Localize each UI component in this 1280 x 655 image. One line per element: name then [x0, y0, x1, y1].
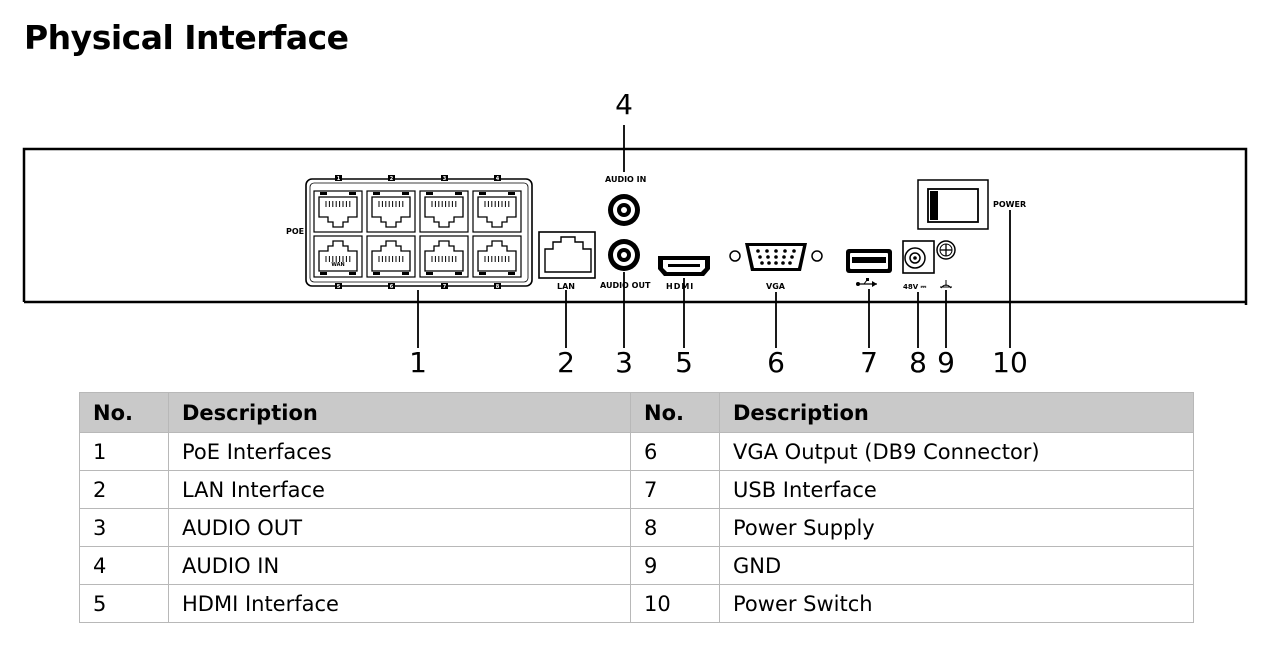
poe-label: POE	[286, 227, 304, 236]
ground-icon	[940, 280, 952, 289]
power-label: POWER	[993, 200, 1026, 209]
hdmi-label: HDMI	[666, 282, 694, 291]
header-description-left: Description	[168, 392, 631, 433]
audio-in-jack: AUDIO IN	[605, 175, 646, 226]
cell-description: GND	[719, 546, 1194, 585]
cell-description: HDMI Interface	[168, 584, 631, 623]
poe-port	[472, 190, 522, 233]
callout-number: 1	[409, 346, 427, 379]
port-number: 2	[390, 176, 394, 182]
callout-number: 4	[615, 88, 633, 121]
gnd-terminal	[936, 240, 956, 289]
dc-power-jack: 48V ⎓	[902, 240, 935, 291]
audio-out-label: AUDIO OUT	[600, 281, 651, 290]
poe-port	[313, 190, 363, 233]
poe-port: WAN	[313, 235, 363, 278]
lan-port: LAN	[538, 231, 596, 291]
usb-icon	[856, 278, 877, 287]
interface-table: No. Description No. Description 1 PoE In…	[79, 392, 1194, 623]
cell-no: 8	[630, 508, 720, 547]
power-switch: POWER	[917, 179, 1026, 230]
cell-description: Power Supply	[719, 508, 1194, 547]
port-number: 3	[443, 176, 447, 182]
usb-port	[846, 249, 892, 287]
port-number: 7	[443, 284, 447, 290]
table-row: 3 AUDIO OUT 8 Power Supply	[79, 508, 1194, 547]
callout-number: 10	[992, 346, 1028, 379]
cell-no: 10	[630, 584, 720, 623]
port-number: 1	[337, 176, 341, 182]
table-row: 1 PoE Interfaces 6 VGA Output (DB9 Conne…	[79, 432, 1194, 471]
audio-out-jack: AUDIO OUT	[600, 239, 651, 290]
cell-description: USB Interface	[719, 470, 1194, 509]
port-number: 4	[496, 176, 500, 182]
cell-description: AUDIO IN	[168, 546, 631, 585]
callout-number: 7	[860, 346, 878, 379]
hdmi-port: HDMI	[658, 256, 710, 291]
vga-port: VGA	[729, 243, 823, 291]
header-no-left: No.	[79, 392, 169, 433]
poe-port	[366, 235, 416, 278]
table-row: 5 HDMI Interface 10 Power Switch	[79, 584, 1194, 623]
lan-label: LAN	[557, 282, 575, 291]
callout-number: 6	[767, 346, 785, 379]
poe-port	[366, 190, 416, 233]
table-row: 4 AUDIO IN 9 GND	[79, 546, 1194, 585]
callout-number: 8	[909, 346, 927, 379]
cell-no: 7	[630, 470, 720, 509]
wan-label: WAN	[331, 262, 344, 268]
callout-number: 3	[615, 346, 633, 379]
callout-number: 2	[557, 346, 575, 379]
vga-label: VGA	[766, 282, 786, 291]
poe-port	[419, 235, 469, 278]
callout-number: 9	[937, 346, 955, 379]
callout-number: 5	[675, 346, 693, 379]
port-number: 6	[390, 284, 394, 290]
poe-port	[419, 190, 469, 233]
cell-no: 1	[79, 432, 169, 471]
cell-no: 3	[79, 508, 169, 547]
table-row: 2 LAN Interface 7 USB Interface	[79, 470, 1194, 509]
cell-description: LAN Interface	[168, 470, 631, 509]
port-number: 5	[337, 284, 341, 290]
cell-no: 4	[79, 546, 169, 585]
audio-in-label: AUDIO IN	[605, 175, 646, 184]
header-no-right: No.	[630, 392, 720, 433]
port-number: 8	[496, 284, 500, 290]
cell-no: 6	[630, 432, 720, 471]
chassis-outline	[22, 147, 1248, 305]
table-header-row: No. Description No. Description	[79, 392, 1194, 433]
cell-no: 2	[79, 470, 169, 509]
cell-description: VGA Output (DB9 Connector)	[719, 432, 1194, 471]
cell-no: 5	[79, 584, 169, 623]
page-title: Physical Interface	[24, 18, 349, 57]
poe-port	[472, 235, 522, 278]
cell-description: AUDIO OUT	[168, 508, 631, 547]
header-description-right: Description	[719, 392, 1194, 433]
cell-description: Power Switch	[719, 584, 1194, 623]
cell-no: 9	[630, 546, 720, 585]
dc-label: 48V ⎓	[903, 283, 927, 291]
cell-description: PoE Interfaces	[168, 432, 631, 471]
